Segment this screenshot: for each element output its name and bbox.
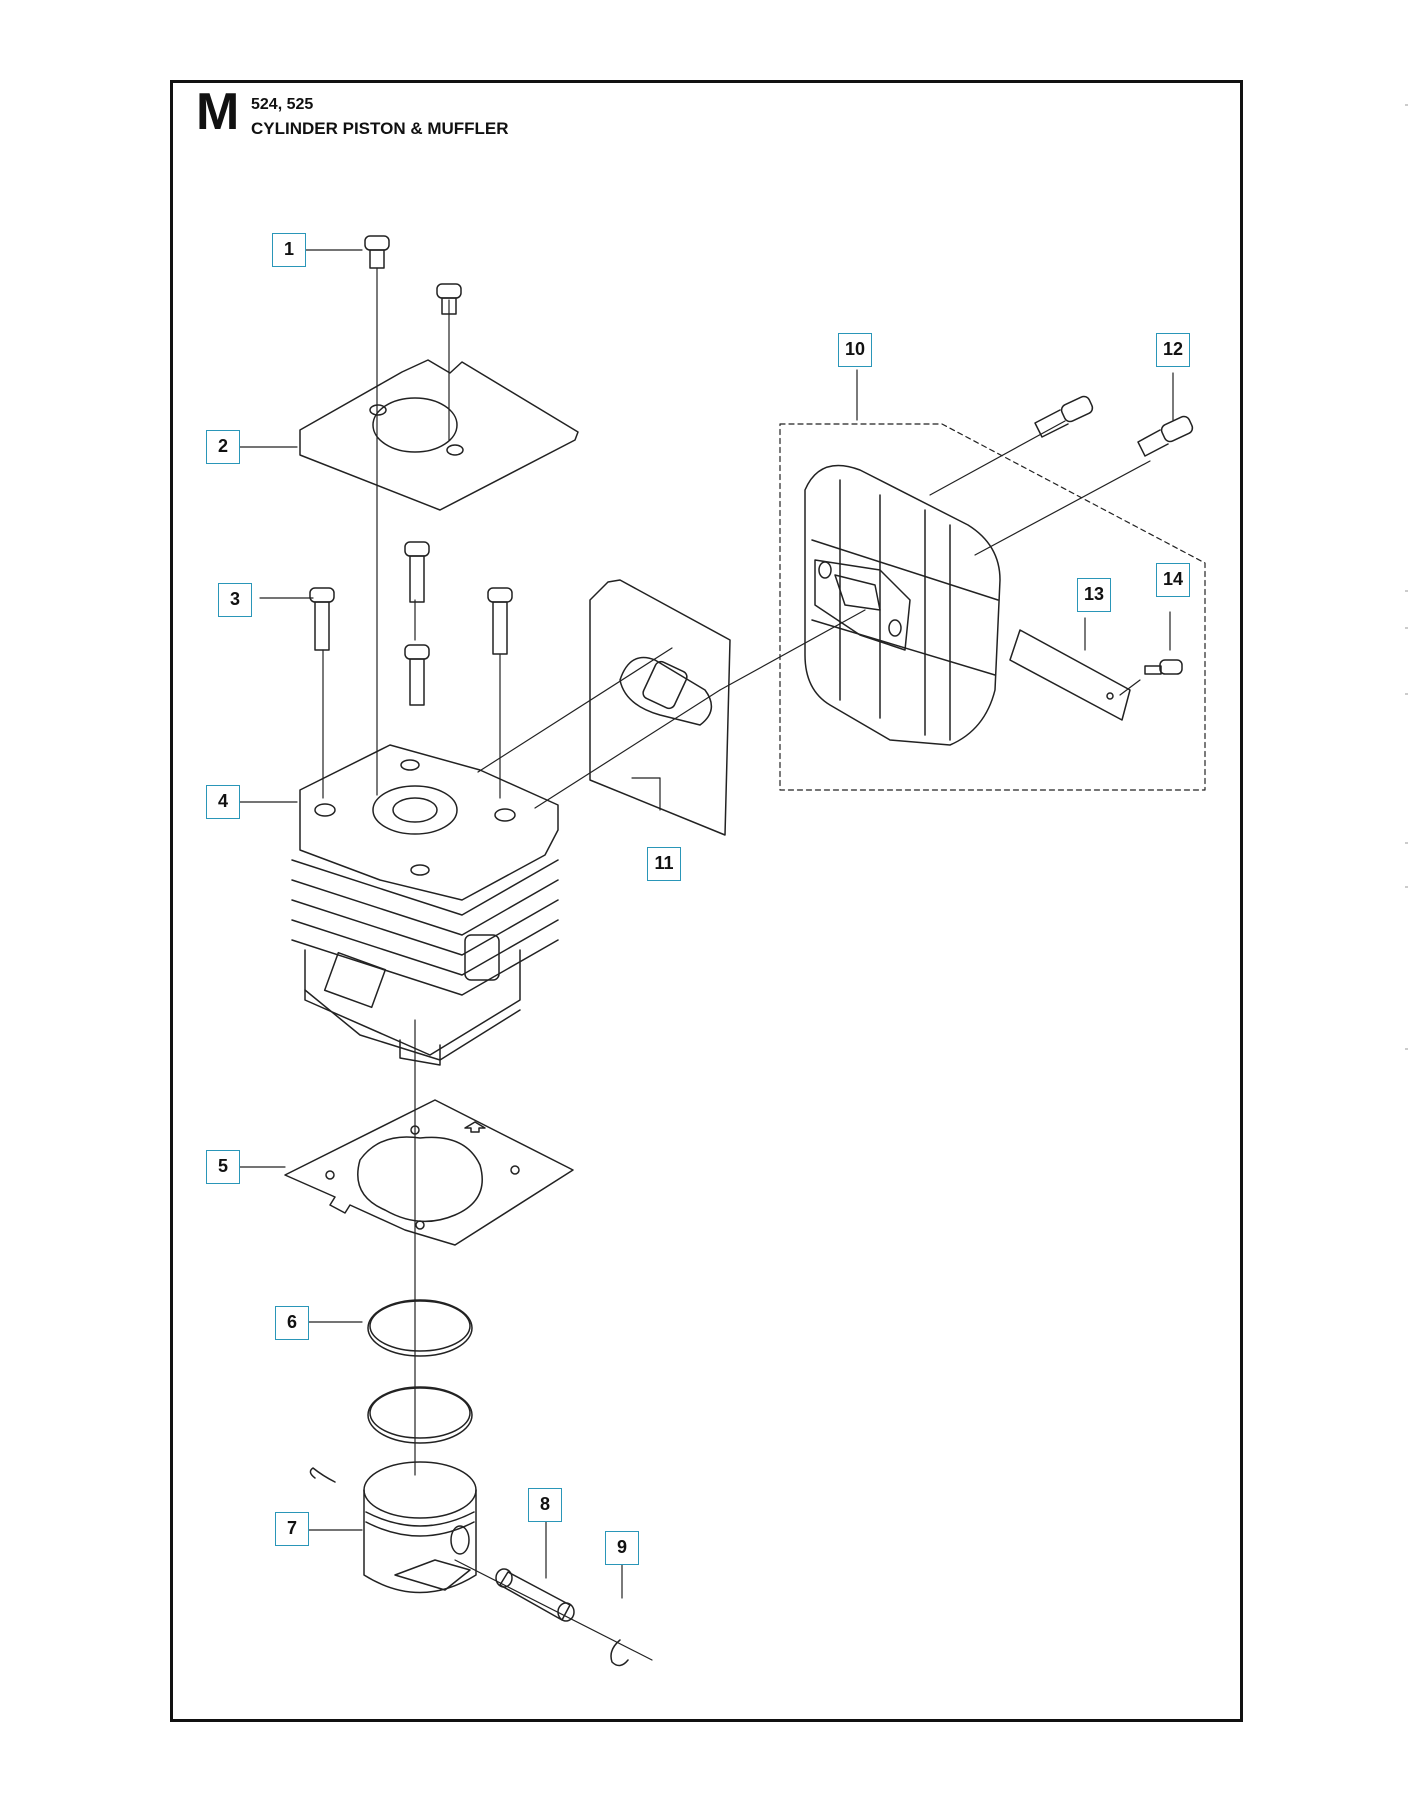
piston-pin <box>495 1568 575 1622</box>
callout-5[interactable]: 5 <box>206 1150 240 1184</box>
muffler-group-outline <box>779 423 1206 791</box>
piston-rings <box>367 1299 473 1444</box>
muffler-gasket <box>589 579 731 836</box>
screw-2 <box>436 283 462 315</box>
screw-1 <box>364 235 390 269</box>
edge-mark <box>1405 627 1408 629</box>
diagram-frame <box>170 80 1243 1722</box>
edge-mark <box>1405 1048 1408 1050</box>
edge-mark <box>1405 590 1408 592</box>
leader-lines <box>239 249 1174 1661</box>
model-numbers: 524, 525 <box>251 96 314 113</box>
piston <box>309 1461 477 1594</box>
callout-10[interactable]: 10 <box>838 333 872 367</box>
callout-4[interactable]: 4 <box>206 785 240 819</box>
callout-8[interactable]: 8 <box>528 1488 562 1522</box>
muffler-bolts <box>1034 395 1194 457</box>
screw-14 <box>1144 659 1183 675</box>
callout-9[interactable]: 9 <box>605 1531 639 1565</box>
diagram-title: CYLINDER PISTON & MUFFLER <box>251 119 509 138</box>
callout-2[interactable]: 2 <box>206 430 240 464</box>
callout-11[interactable]: 11 <box>647 847 681 881</box>
callout-7[interactable]: 7 <box>275 1512 309 1546</box>
callout-12[interactable]: 12 <box>1156 333 1190 367</box>
edge-mark <box>1405 886 1408 888</box>
edge-mark <box>1405 842 1408 844</box>
callout-14[interactable]: 14 <box>1156 563 1190 597</box>
callout-13[interactable]: 13 <box>1077 578 1111 612</box>
callout-6[interactable]: 6 <box>275 1306 309 1340</box>
heat-shield-plate <box>1009 629 1131 721</box>
callout-1[interactable]: 1 <box>272 233 306 267</box>
cover-plate <box>299 359 579 511</box>
edge-mark <box>1405 104 1408 106</box>
circlip <box>610 1639 629 1667</box>
cylinder-gasket <box>284 1099 574 1246</box>
section-letter: M <box>196 83 240 141</box>
cylinder <box>291 744 559 1066</box>
muffler <box>804 464 1001 746</box>
callout-3[interactable]: 3 <box>218 583 252 617</box>
edge-mark <box>1405 693 1408 695</box>
bolts-3 <box>309 541 513 706</box>
